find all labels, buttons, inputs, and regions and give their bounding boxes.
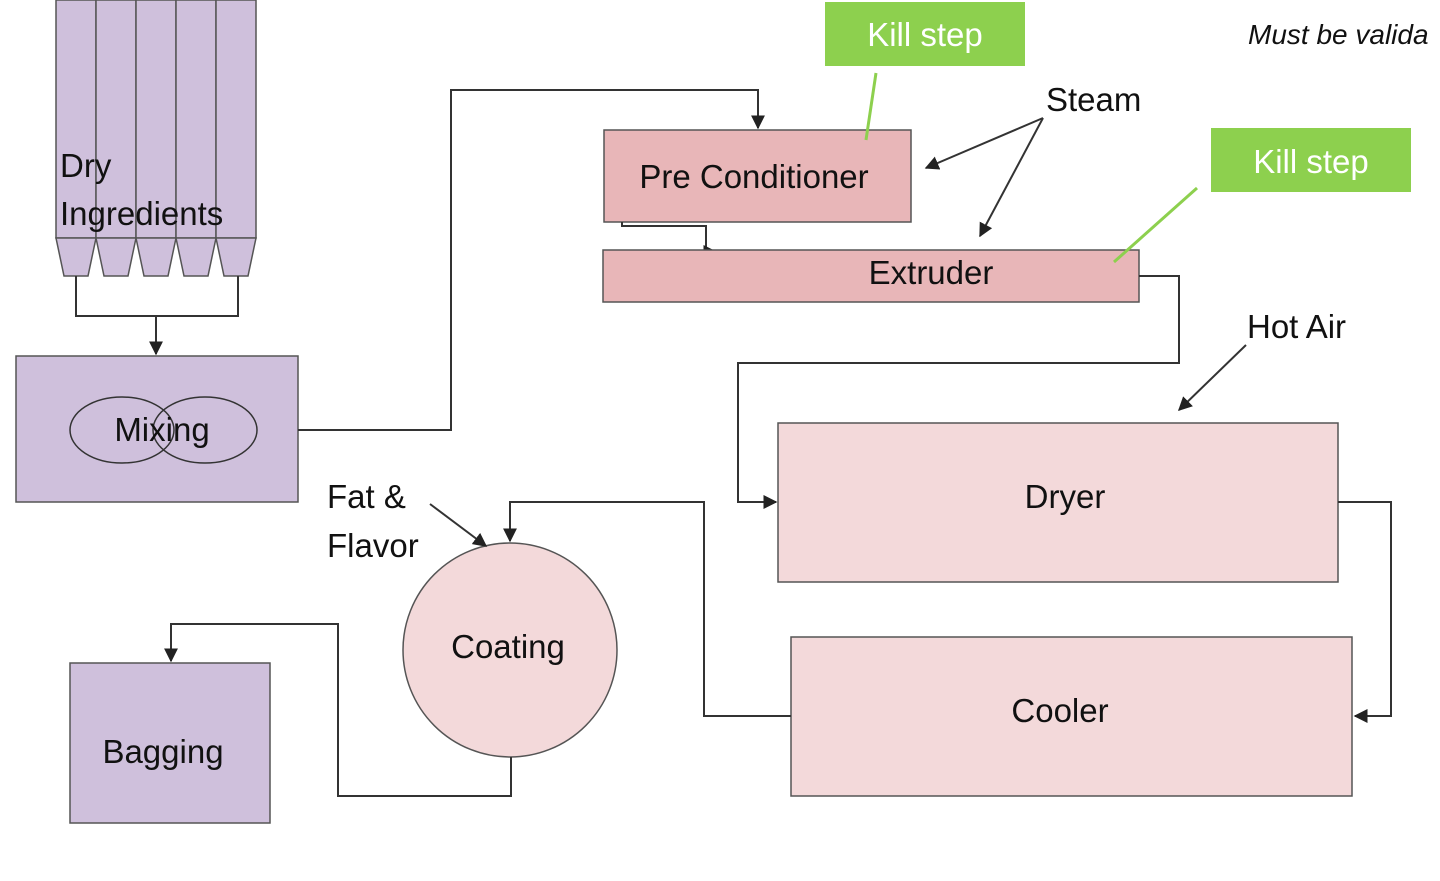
mixing-paddle-right [152, 396, 258, 464]
fat-flavor-annotation: Fat & Flavor [327, 478, 488, 564]
steam-arrow-to-extruder [979, 117, 1044, 238]
hot-air-label: Hot Air [1247, 308, 1346, 345]
connector-silos-to-mixing [75, 276, 239, 354]
cooler-label: Cooler [1011, 692, 1108, 729]
cooler-node: Cooler [790, 636, 1353, 797]
validation-note: Must be valida [1248, 19, 1429, 50]
pre-conditioner-node: Pre Conditioner [603, 129, 912, 223]
kill-step-label-1: Kill step [867, 16, 983, 53]
connector-coating-to-bagging [164, 623, 512, 797]
mixing-node: Mixing [15, 355, 299, 503]
extruder-label: Extruder [869, 254, 994, 291]
connector-dryer-to-cooler [1338, 501, 1392, 723]
mixing-paddle-left [69, 396, 175, 464]
steam-annotation: Steam [924, 81, 1141, 238]
hot-air-arrow-to-dryer [1177, 344, 1247, 411]
fat-flavor-arrow-to-coating [429, 503, 488, 547]
extruder-node: Extruder [602, 249, 1140, 303]
connector-cooler-to-coating [503, 501, 791, 717]
kill-step-pointer-2 [1113, 186, 1198, 264]
fat-flavor-label-line2: Flavor [327, 527, 419, 564]
connector-mixing-to-preconditioner [298, 89, 765, 431]
kill-step-label-2: Kill step [1253, 143, 1369, 180]
dryer-label: Dryer [1025, 478, 1106, 515]
dryer-node: Dryer [777, 422, 1339, 583]
bagging-node: Bagging [69, 662, 271, 824]
silo-5 [215, 0, 257, 277]
silo-2 [95, 0, 137, 277]
silo-4 [175, 0, 217, 277]
hot-air-annotation: Hot Air [1177, 308, 1346, 411]
pre-conditioner-label: Pre Conditioner [639, 158, 868, 195]
dry-ingredients-silos: Dry Ingredients [55, 0, 257, 277]
mixing-label: Mixing [114, 411, 209, 448]
connector-preconditioner-to-extruder [621, 222, 718, 259]
dry-ingredients-label-line1: Dry [60, 147, 112, 184]
kill-step-callout-extruder: Kill step [1113, 128, 1411, 264]
kill-step-pointer-1 [864, 72, 878, 141]
kill-step-callout-preconditioner: Kill step [825, 2, 1025, 141]
bagging-label: Bagging [102, 733, 223, 770]
steam-label: Steam [1046, 81, 1141, 118]
dry-ingredients-label-line2: Ingredients [60, 195, 223, 232]
coating-label: Coating [451, 628, 565, 665]
silo-3 [135, 0, 177, 277]
connector-extruder-to-dryer [737, 275, 1180, 509]
steam-arrow-to-preconditioner [924, 117, 1044, 170]
coating-node: Coating [402, 542, 618, 758]
fat-flavor-label-line1: Fat & [327, 478, 406, 515]
silo-1 [55, 0, 97, 277]
